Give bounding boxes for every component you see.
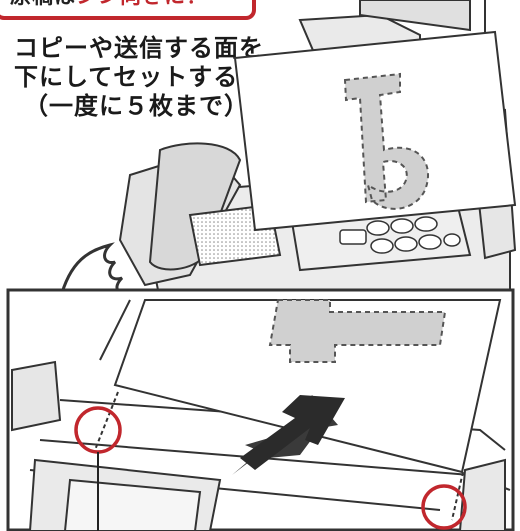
banner-emphasis: シン向きに！ [76,0,208,8]
instruction-text: コピーや送信する面を 下にしてセットする （一度に５枚まで） [14,34,264,121]
dashed-bar-shape [268,299,447,363]
guide-circle-right [421,484,467,530]
callout-banner: 原稿はシン向きに！ [0,0,256,20]
handset [148,142,242,271]
keypad-buttons [339,216,461,254]
callout-banner-text: 原稿はシン向きに！ [10,0,208,10]
dashed-character [343,72,430,210]
instruction-line-3: （一度に５枚まで） [24,92,249,120]
instruction-line-2: 下にしてセットする [14,63,239,91]
insert-arrow-shape [240,395,345,470]
banner-prefix: 原稿は [10,0,76,8]
coiled-cord [58,242,131,301]
document-paper [233,30,517,232]
instruction-line-1: コピーや送信する面を [14,34,264,62]
inset-detail [11,299,511,531]
